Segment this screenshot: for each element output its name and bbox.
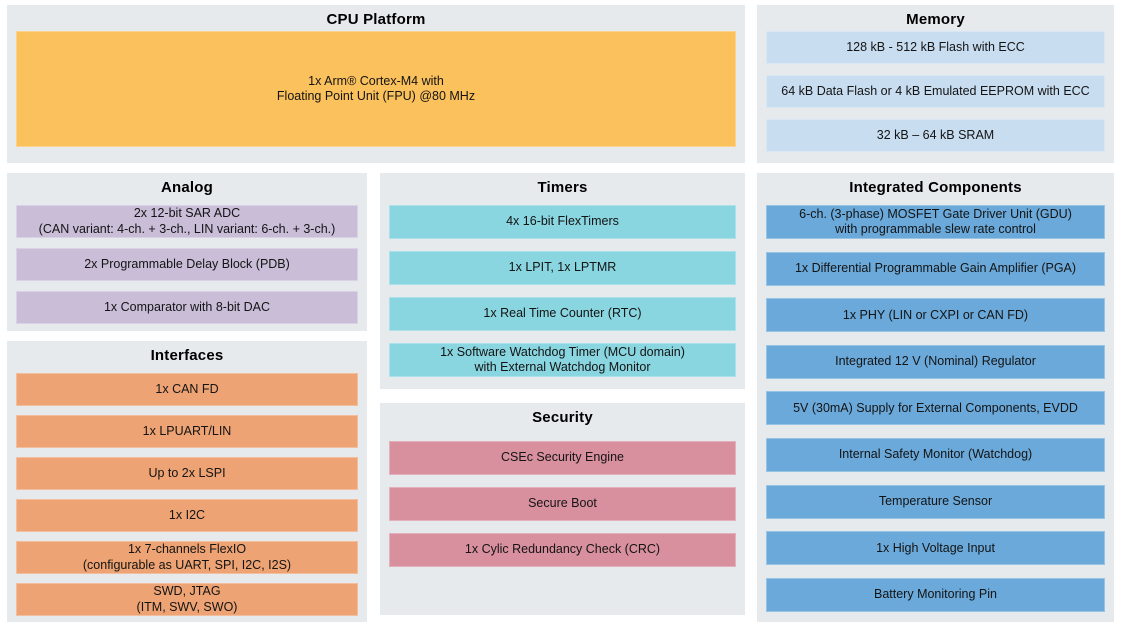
block-lpuart-lin: 1x LPUART/LIN: [16, 415, 358, 448]
block-pga: 1x Differential Programmable Gain Amplif…: [766, 251, 1105, 286]
block-12v-regulator: Integrated 12 V (Nominal) Regulator: [766, 344, 1105, 379]
security-title: Security: [532, 409, 593, 426]
timers-title: Timers: [537, 179, 588, 196]
interfaces-title: Interfaces: [150, 347, 224, 364]
integrated-components-blocks: 6-ch. (3-phase) MOSFET Gate Driver Unit …: [757, 205, 1114, 612]
block-sram: 32 kB – 64 kB SRAM: [766, 119, 1105, 152]
block-evdd-supply: 5V (30mA) Supply for External Components…: [766, 391, 1105, 426]
block-crc: 1x Cylic Redundancy Check (CRC): [389, 533, 736, 567]
block-lspi: Up to 2x LSPI: [16, 457, 358, 490]
block-can-fd: 1x CAN FD: [16, 373, 358, 406]
section-interfaces: Interfaces 1x CAN FD 1x LPUART/LIN Up to…: [7, 341, 367, 622]
block-secure-boot: Secure Boot: [389, 487, 736, 521]
interfaces-blocks: 1x CAN FD 1x LPUART/LIN Up to 2x LSPI 1x…: [7, 373, 367, 616]
block-comparator-dac: 1x Comparator with 8-bit DAC: [16, 291, 358, 324]
block-flextimers: 4x 16-bit FlexTimers: [389, 205, 736, 239]
block-swd-jtag: SWD, JTAG (ITM, SWV, SWO): [16, 583, 358, 616]
block-phy: 1x PHY (LIN or CXPI or CAN FD): [766, 298, 1105, 333]
block-csec-security-engine: CSEc Security Engine: [389, 441, 736, 475]
analog-title: Analog: [160, 179, 214, 196]
cpu-platform-blocks: 1x Arm® Cortex-M4 with Floating Point Un…: [7, 31, 745, 147]
memory-blocks: 128 kB - 512 kB Flash with ECC 64 kB Dat…: [757, 31, 1114, 152]
block-lpit-lptmr: 1x LPIT, 1x LPTMR: [389, 251, 736, 285]
block-mosfet-gate-driver: 6-ch. (3-phase) MOSFET Gate Driver Unit …: [766, 205, 1105, 239]
block-flexio: 1x 7-channels FlexIO (configurable as UA…: [16, 541, 358, 574]
block-arm-cortex-m4: 1x Arm® Cortex-M4 with Floating Point Un…: [16, 31, 736, 147]
cpu-platform-title: CPU Platform: [326, 11, 426, 28]
security-blocks: CSEc Security Engine Secure Boot 1x Cyli…: [380, 441, 745, 567]
section-cpu-platform: CPU Platform 1x Arm® Cortex-M4 with Floa…: [7, 5, 745, 163]
timers-blocks: 4x 16-bit FlexTimers 1x LPIT, 1x LPTMR 1…: [380, 205, 745, 377]
analog-blocks: 2x 12-bit SAR ADC (CAN variant: 4-ch. + …: [7, 205, 367, 324]
section-integrated-components: Integrated Components 6-ch. (3-phase) MO…: [757, 173, 1114, 622]
block-temperature-sensor: Temperature Sensor: [766, 484, 1105, 519]
block-rtc: 1x Real Time Counter (RTC): [389, 297, 736, 331]
section-timers: Timers 4x 16-bit FlexTimers 1x LPIT, 1x …: [380, 173, 745, 389]
memory-title: Memory: [906, 11, 965, 28]
block-battery-monitoring-pin: Battery Monitoring Pin: [766, 577, 1105, 612]
integrated-components-title: Integrated Components: [849, 179, 1022, 196]
block-flash-ecc: 128 kB - 512 kB Flash with ECC: [766, 31, 1105, 64]
block-internal-safety-monitor: Internal Safety Monitor (Watchdog): [766, 437, 1105, 472]
section-security: Security CSEc Security Engine Secure Boo…: [380, 403, 745, 615]
block-data-flash-eeprom: 64 kB Data Flash or 4 kB Emulated EEPROM…: [766, 75, 1105, 108]
block-software-watchdog-timer: 1x Software Watchdog Timer (MCU domain) …: [389, 343, 736, 377]
block-high-voltage-input: 1x High Voltage Input: [766, 531, 1105, 566]
block-sar-adc: 2x 12-bit SAR ADC (CAN variant: 4-ch. + …: [16, 205, 358, 238]
block-i2c: 1x I2C: [16, 499, 358, 532]
section-memory: Memory 128 kB - 512 kB Flash with ECC 64…: [757, 5, 1114, 163]
section-analog: Analog 2x 12-bit SAR ADC (CAN variant: 4…: [7, 173, 367, 331]
block-pdb: 2x Programmable Delay Block (PDB): [16, 248, 358, 281]
